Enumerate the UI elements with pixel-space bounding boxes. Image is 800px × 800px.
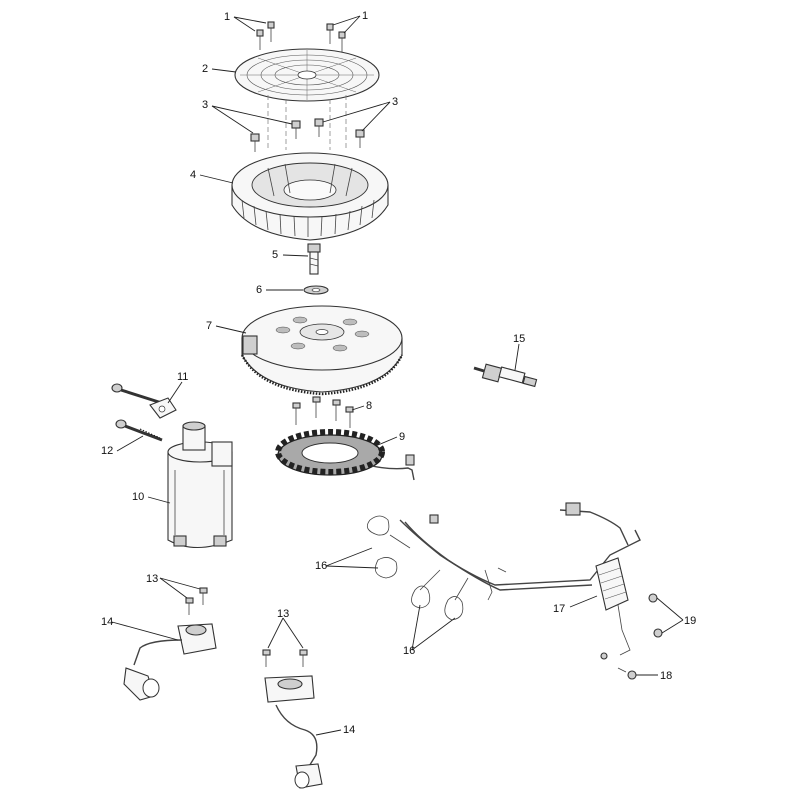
fan-screw-4 (355, 129, 365, 148)
callout-8: 8 (366, 400, 372, 412)
screen-screw-right-2 (338, 31, 346, 52)
regulator-screw-19b (653, 628, 663, 638)
starter-bolt-bracket (111, 383, 177, 419)
coil-screws-left (185, 587, 208, 615)
spark-plug (473, 363, 538, 388)
ground-terminal (600, 652, 608, 660)
screen-screw-right-1 (326, 23, 334, 44)
callout-16-upper: 16 (315, 560, 327, 572)
callout-10: 10 (132, 491, 144, 503)
callout-13-right: 13 (277, 608, 289, 620)
regulator-screw-18 (617, 667, 637, 680)
callout-2: 2 (202, 63, 208, 75)
callout-17: 17 (553, 603, 565, 615)
callout-5: 5 (272, 249, 278, 261)
callout-4: 4 (190, 169, 196, 181)
callout-12: 12 (101, 445, 113, 457)
stator (275, 429, 415, 481)
coil-screws-right (262, 649, 308, 667)
starter-motor (167, 421, 233, 548)
callout-14-left: 14 (101, 616, 113, 628)
callout-13-left: 13 (146, 573, 158, 585)
fan-screw-3 (314, 118, 324, 137)
callout-labels: 1 1 2 3 3 4 5 6 7 8 9 10 11 12 13 13 14 … (101, 10, 696, 736)
wiring-harness (366, 502, 641, 621)
callout-15: 15 (513, 333, 525, 345)
callout-1-left: 1 (224, 11, 230, 23)
callout-16-lower: 16 (403, 645, 415, 657)
callout-11: 11 (177, 371, 188, 383)
callout-1-right: 1 (362, 10, 368, 22)
voltage-regulator (595, 557, 631, 656)
starter-bolt (115, 419, 163, 442)
screen-screw-left-1 (256, 29, 264, 50)
regulator-screw-19a (648, 593, 658, 603)
callout-9: 9 (399, 431, 405, 443)
callout-18: 18 (660, 670, 672, 682)
ignition-coil-right (264, 675, 323, 789)
leader-lines (111, 15, 684, 736)
callout-6: 6 (256, 284, 262, 296)
callout-14-right: 14 (343, 724, 355, 736)
rotating-screen (234, 48, 380, 102)
callout-3-right: 3 (392, 96, 398, 108)
ignition-coil-left (123, 623, 217, 701)
fan-screw-1 (250, 133, 260, 152)
fan-screw-2 (291, 120, 301, 139)
flywheel (240, 305, 404, 396)
callout-3-left: 3 (202, 99, 208, 111)
callout-7: 7 (206, 320, 212, 332)
flywheel-nut (307, 243, 321, 275)
screen-screw-left-2 (267, 21, 275, 42)
stator-screws (292, 396, 354, 428)
cooling-fan (231, 152, 389, 241)
callout-19: 19 (684, 615, 696, 627)
flywheel-washer (303, 285, 329, 295)
